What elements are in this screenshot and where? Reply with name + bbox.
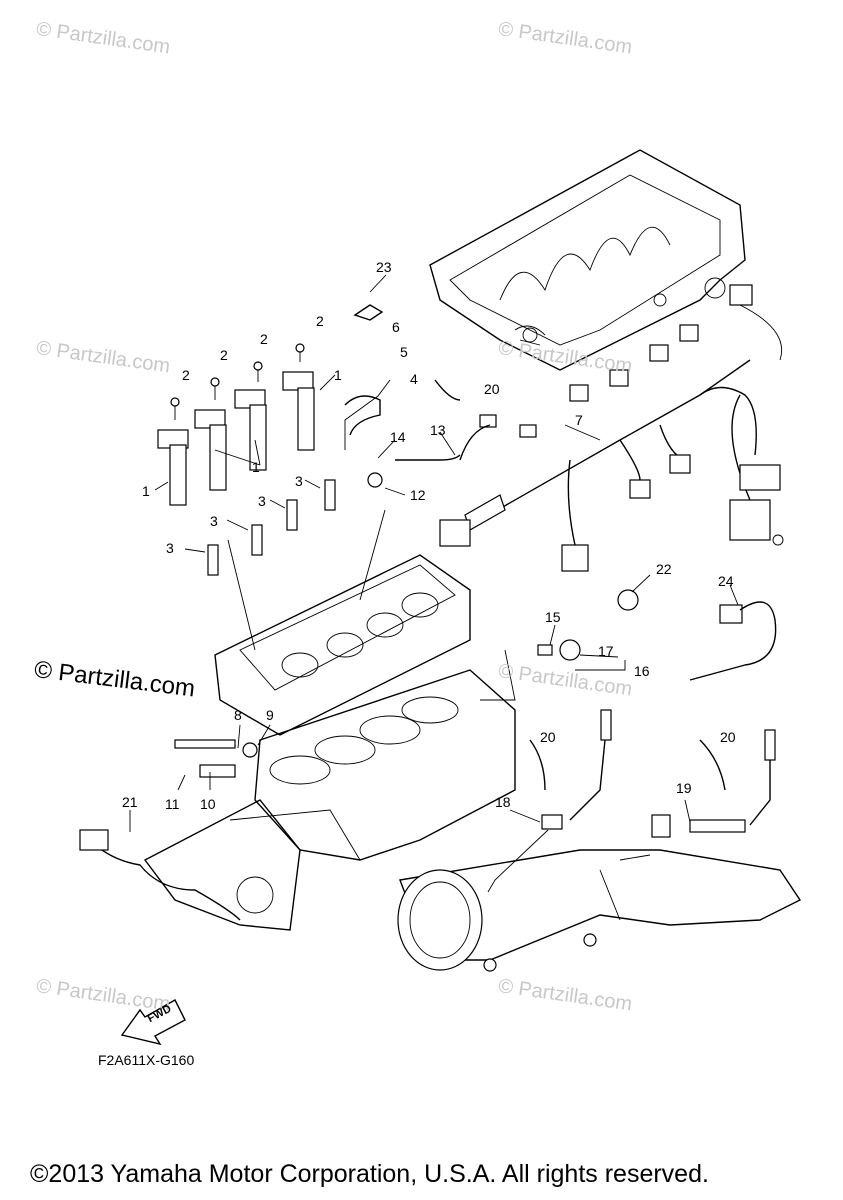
spark-plugs-drawing bbox=[207, 479, 336, 576]
callout-15: 15 bbox=[545, 609, 561, 625]
callout-2: 2 bbox=[260, 331, 268, 347]
callout-7: 7 bbox=[575, 412, 583, 428]
callout-12: 12 bbox=[410, 487, 426, 503]
engine-block-drawing bbox=[143, 554, 516, 931]
callout-4: 4 bbox=[410, 371, 418, 387]
leader-lines bbox=[129, 274, 739, 893]
callout-5: 5 bbox=[400, 344, 408, 360]
callout-24: 24 bbox=[718, 573, 734, 589]
callout-1: 1 bbox=[252, 459, 260, 475]
callout-2: 2 bbox=[182, 367, 190, 383]
callout-20: 20 bbox=[720, 729, 736, 745]
callout-20: 20 bbox=[540, 729, 556, 745]
callout-19: 19 bbox=[676, 780, 692, 796]
callout-11: 11 bbox=[165, 796, 180, 812]
callout-16: 16 bbox=[634, 663, 650, 679]
callout-18: 18 bbox=[495, 794, 511, 810]
callout-3: 3 bbox=[258, 493, 266, 509]
callout-21: 21 bbox=[122, 794, 138, 810]
callout-1: 1 bbox=[142, 483, 150, 499]
callout-2: 2 bbox=[316, 313, 324, 329]
callout-3: 3 bbox=[210, 513, 218, 529]
wire-harness-drawing bbox=[439, 284, 784, 572]
callout-1: 1 bbox=[334, 367, 342, 383]
sensors-drawing bbox=[79, 304, 777, 921]
callout-23: 23 bbox=[376, 259, 392, 275]
callout-8: 8 bbox=[234, 707, 242, 723]
callout-6: 6 bbox=[392, 319, 400, 335]
callout-9: 9 bbox=[266, 707, 274, 723]
callout-3: 3 bbox=[166, 540, 174, 556]
callout-13: 13 bbox=[430, 422, 446, 438]
callout-2: 2 bbox=[220, 347, 228, 363]
fwd-arrow-icon bbox=[120, 999, 186, 1046]
callout-14: 14 bbox=[390, 429, 406, 445]
intake-manifold-drawing bbox=[429, 149, 746, 371]
exhaust-pipe-drawing bbox=[397, 849, 802, 972]
callout-22: 22 bbox=[656, 561, 672, 577]
ignition-coils-drawing bbox=[157, 343, 315, 506]
callout-3: 3 bbox=[295, 473, 303, 489]
callout-17: 17 bbox=[598, 643, 614, 659]
copyright-notice: ©2013 Yamaha Motor Corporation, U.S.A. A… bbox=[30, 1160, 709, 1188]
diagram-code: F2A611X-G160 bbox=[98, 1052, 195, 1068]
callout-20: 20 bbox=[484, 381, 500, 397]
callout-10: 10 bbox=[200, 796, 216, 812]
